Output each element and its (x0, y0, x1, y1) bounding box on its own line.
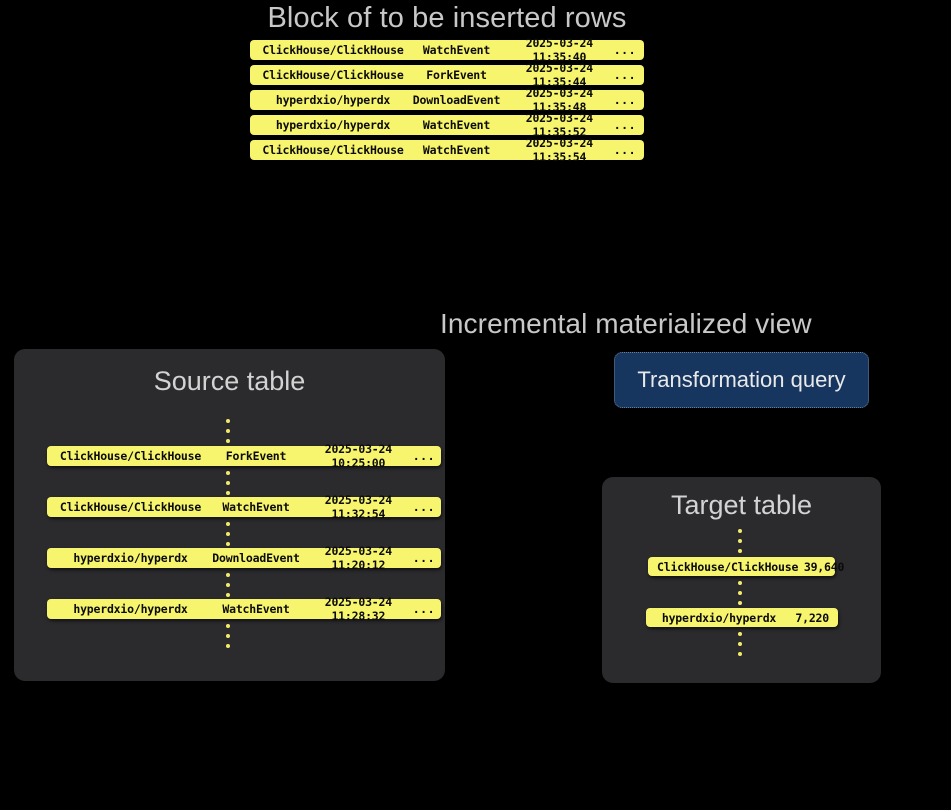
block-row: ClickHouse/ClickHouse WatchEvent 2025-03… (250, 36, 644, 64)
block-row-event: WatchEvent (422, 143, 491, 157)
source-row-event: WatchEvent (222, 500, 290, 514)
block-row-more: ... (613, 143, 636, 157)
target-table-title: Target table (670, 490, 813, 520)
vertical-ellipsis-icon (738, 632, 742, 656)
block-row-more: ... (613, 93, 636, 107)
source-row-repo: hyperdxio/hyperdx (73, 602, 188, 616)
block-rows-list: ClickHouse/ClickHouse WatchEvent 2025-03… (250, 36, 644, 165)
block-row-timestamp: 2025-03-24 11:35:54 (525, 136, 593, 164)
target-table-panel: Target table ClickHouse/ClickHouse 39,64… (602, 477, 881, 683)
block-row-more: ... (613, 118, 636, 132)
block-row: hyperdxio/hyperdx WatchEvent 2025-03-24 … (250, 111, 644, 139)
source-row-more: ... (412, 551, 435, 565)
block-row-repo: hyperdxio/hyperdx (275, 93, 391, 107)
block-row-event: WatchEvent (422, 43, 491, 57)
vertical-ellipsis-icon (738, 529, 742, 553)
vertical-ellipsis-icon (226, 624, 230, 648)
block-row-more: ... (613, 43, 636, 57)
source-table-row: ClickHouse/ClickHouse WatchEvent 2025-03… (47, 493, 441, 521)
vertical-ellipsis-icon (226, 522, 230, 546)
block-row: hyperdxio/hyperdx DownloadEvent 2025-03-… (250, 86, 644, 114)
target-row-repo: hyperdxio/hyperdx (661, 610, 777, 625)
materialized-view-title: Incremental materialized view (440, 308, 812, 339)
block-row-timestamp: 2025-03-24 11:35:52 (525, 111, 593, 139)
vertical-ellipsis-icon (226, 419, 230, 443)
block-row-repo: hyperdxio/hyperdx (275, 118, 391, 132)
source-table-row: hyperdxio/hyperdx WatchEvent 2025-03-24 … (47, 595, 441, 623)
block-row-more: ... (613, 68, 636, 82)
source-row-timestamp: 2025-03-24 10:25:00 (324, 442, 392, 470)
target-table-row: hyperdxio/hyperdx 7,220 (646, 608, 838, 627)
source-row-timestamp: 2025-03-24 11:20:12 (324, 544, 392, 572)
source-row-timestamp: 2025-03-24 11:32:54 (324, 493, 392, 521)
block-row-event: DownloadEvent (412, 93, 501, 107)
source-table-title: Source table (153, 366, 306, 396)
vertical-ellipsis-icon (226, 573, 230, 597)
source-table-row: ClickHouse/ClickHouse ForkEvent 2025-03-… (47, 442, 441, 470)
target-row-repo: ClickHouse/ClickHouse (657, 559, 799, 574)
source-table-row: hyperdxio/hyperdx DownloadEvent 2025-03-… (47, 544, 441, 572)
source-row-more: ... (412, 449, 435, 463)
source-row-repo: ClickHouse/ClickHouse (59, 449, 202, 463)
source-table-panel: Source table ClickHouse/ClickHouse ForkE… (14, 349, 445, 681)
source-row-event: WatchEvent (222, 602, 290, 616)
source-row-timestamp: 2025-03-24 11:28:32 (324, 595, 392, 623)
block-row-timestamp: 2025-03-24 11:35:44 (525, 61, 593, 89)
block-row-repo: ClickHouse/ClickHouse (262, 43, 404, 57)
block-row: ClickHouse/ClickHouse ForkEvent 2025-03-… (250, 61, 644, 89)
source-row-event: ForkEvent (225, 449, 287, 463)
block-row-repo: ClickHouse/ClickHouse (262, 143, 404, 157)
block-row-repo: ClickHouse/ClickHouse (262, 68, 404, 82)
block-row: ClickHouse/ClickHouse WatchEvent 2025-03… (250, 136, 644, 164)
block-row-event: ForkEvent (426, 68, 487, 82)
vertical-ellipsis-icon (738, 581, 742, 605)
transformation-query-box[interactable]: Transformation query (614, 352, 869, 408)
source-row-repo: ClickHouse/ClickHouse (59, 500, 202, 514)
target-table-row: ClickHouse/ClickHouse 39,640 (648, 557, 844, 576)
vertical-ellipsis-icon (226, 471, 230, 495)
transformation-query-label: Transformation query (637, 367, 846, 392)
block-row-event: WatchEvent (422, 118, 491, 132)
target-row-count: 39,640 (803, 559, 845, 574)
block-row-timestamp: 2025-03-24 11:35:40 (525, 36, 593, 64)
source-row-more: ... (412, 602, 435, 616)
source-row-repo: hyperdxio/hyperdx (73, 551, 188, 565)
source-row-more: ... (412, 500, 435, 514)
source-row-event: DownloadEvent (212, 551, 300, 565)
block-title: Block of to be inserted rows (267, 2, 627, 34)
block-row-timestamp: 2025-03-24 11:35:48 (525, 86, 593, 114)
target-row-count: 7,220 (795, 610, 829, 625)
